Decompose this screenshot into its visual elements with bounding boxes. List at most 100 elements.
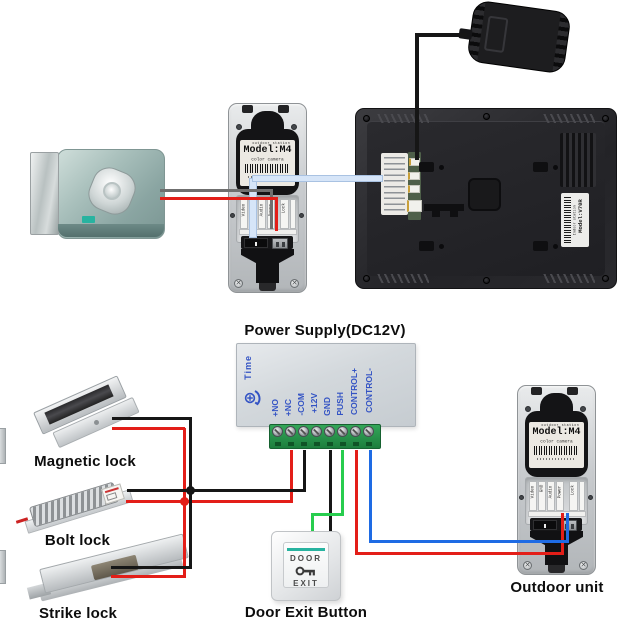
port-power: Power <box>556 481 564 511</box>
psu-terminal-gnd: GND <box>322 397 332 416</box>
exit-button-exit-text: EXIT <box>293 579 319 588</box>
port-audio: Audio <box>258 199 266 229</box>
screw-icon: ✕ <box>523 561 532 570</box>
lock-side-plate <box>30 152 59 235</box>
screw-icon <box>483 277 490 284</box>
screw-hole <box>299 213 304 218</box>
screw-icon <box>363 275 370 282</box>
exit-button-accent-line <box>287 548 325 551</box>
bracket-slot <box>419 162 434 172</box>
screw-hole <box>580 406 586 412</box>
port-lock: Lock <box>280 199 289 229</box>
wire-black-strike <box>111 566 192 569</box>
lock-bottom-band <box>58 224 164 237</box>
side-label-station: Indoor station <box>572 205 577 236</box>
terminal-screw <box>350 426 361 437</box>
wire-control-plus-rise <box>561 513 564 555</box>
barcode <box>534 446 579 455</box>
model-label: outdoor station Model:M4 color camera <box>529 422 584 468</box>
terminal-screw <box>285 426 296 437</box>
screw-hole <box>553 244 558 249</box>
vent-hatch <box>377 274 429 283</box>
port-video: Video <box>240 199 248 229</box>
power-supply-box <box>236 343 416 427</box>
screw-hole <box>525 406 531 412</box>
wire-black-bus-horizontal <box>127 489 306 492</box>
strip-base <box>528 511 586 517</box>
exit-button-door-text: DOOR <box>290 554 322 563</box>
wire-control-minus-drop <box>369 450 372 542</box>
barcode <box>564 197 571 243</box>
mount-tab <box>278 105 289 113</box>
bracket-slot <box>419 241 434 251</box>
caption-door-exit-button: Door Exit Button <box>244 604 368 621</box>
junction-dot-black <box>186 486 195 495</box>
lock-knob-core <box>103 182 121 200</box>
terminal-slot <box>366 442 372 446</box>
screw-icon <box>483 113 490 120</box>
terminal-screw <box>298 426 309 437</box>
outdoor-unit-bottom: ✕ ✕ outdoor station Model:M4 color camer… <box>517 385 596 575</box>
wire-control-plus-drop <box>355 450 358 555</box>
terminal-screw <box>311 426 322 437</box>
screw-icon <box>363 115 370 122</box>
camera-line: color camera <box>540 438 573 445</box>
port-gnd: GND <box>538 481 546 511</box>
wire-red-bus-horizontal <box>126 500 293 503</box>
cable-funnel <box>241 249 294 263</box>
screw-hole <box>553 165 558 170</box>
psu-terminal-12v: +12V <box>309 393 319 414</box>
zigzag-slot <box>450 211 458 217</box>
lock-badge <box>82 216 95 223</box>
wire-lock-red-horizontal <box>160 197 278 200</box>
psu-terminal-push: PUSH <box>335 392 345 416</box>
terminal-slot <box>340 442 346 446</box>
mount-tab <box>242 105 253 113</box>
adapter-label-window <box>483 15 509 54</box>
terminal-slot <box>275 442 281 446</box>
psu-terminal-com: -COM <box>296 393 306 416</box>
screw-hole <box>291 124 297 130</box>
cable-video-vertical <box>249 178 257 238</box>
main-cable-connector <box>533 520 557 530</box>
wire-push-green-tail <box>311 513 314 535</box>
monitor-side-label: Indoor station Model:V70R <box>561 193 589 247</box>
clock-icon <box>244 390 261 406</box>
pcb-connector <box>408 185 420 193</box>
terminal-screw <box>272 426 283 437</box>
psu-terminal-control-minus: CONTROL- <box>364 368 374 413</box>
vent-hatch <box>377 114 429 123</box>
wiring-legend-label <box>381 153 408 215</box>
wire-control-minus-horizontal <box>369 540 569 543</box>
station-line: outdoor station <box>252 141 291 145</box>
wire-control-plus-horizontal <box>355 552 564 555</box>
barcode-digits <box>537 458 576 460</box>
cable-stem-end <box>259 283 276 291</box>
lock-fragment-top <box>0 428 6 464</box>
psu-terminal-control-plus: CONTROL+ <box>349 368 359 415</box>
screw-icon: ✕ <box>579 561 588 570</box>
wire-control-minus-rise <box>566 513 569 543</box>
station-line: outdoor station <box>541 423 580 427</box>
screw-icon <box>602 115 609 122</box>
mount-tab <box>531 387 542 395</box>
port-blank <box>290 199 296 229</box>
side-label-model: Model:V70R <box>577 199 585 233</box>
psu-time-label: Time <box>243 355 253 380</box>
strip-base <box>239 229 297 235</box>
barcode <box>245 164 290 173</box>
key-icon <box>295 566 315 576</box>
caption-bolt-lock: Bolt lock <box>44 532 111 549</box>
legend-rows <box>384 157 405 211</box>
wire-lock-red-vertical <box>275 197 278 231</box>
screw-icon: ✕ <box>290 279 299 288</box>
outdoor-unit-top: ✕ ✕ outdoor station Model:M4 color camer… <box>228 103 307 293</box>
lock-fragment-bottom <box>0 550 6 584</box>
psu-title: Power Supply(DC12V) <box>244 322 406 339</box>
screw-hole <box>230 213 235 218</box>
adapter-ribs <box>552 12 571 74</box>
port-lock: Lock <box>569 481 578 511</box>
mounting-cutout <box>468 178 501 211</box>
caption-magnetic-lock: Magnetic lock <box>34 453 136 470</box>
zigzag-slot <box>432 211 440 217</box>
